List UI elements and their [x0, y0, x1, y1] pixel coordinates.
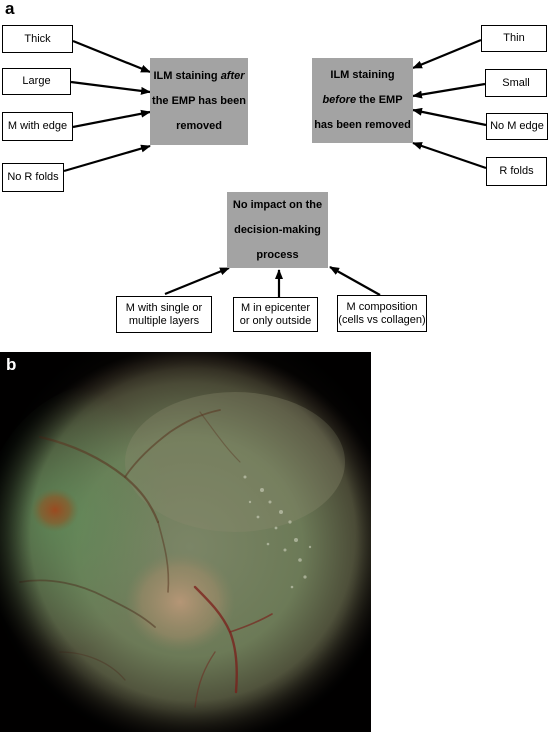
arrow-composition-to-noimpact [329, 266, 381, 296]
after-line-1-text: ILM staining [153, 70, 221, 82]
box-no-impact: No impact on the decision-making process [227, 192, 328, 268]
after-line-2: the EMP has been [152, 95, 246, 107]
after-line-1: ILM staining after [153, 64, 244, 89]
arrow-thick-to-after [72, 39, 151, 74]
before-line-2-text: the EMP [356, 94, 403, 106]
panel-a-flow-diagram: a Thick Large M with edge No R folds ILM… [0, 0, 555, 345]
before-emphasis: before [322, 94, 357, 106]
box-thick: Thick [2, 25, 73, 53]
noimpact-line-3: process [256, 248, 299, 261]
arrow-nomedge-to-before [412, 107, 487, 127]
before-line-3: has been removed [314, 119, 411, 131]
m-composition-line-1: M composition [346, 300, 418, 313]
box-thin: Thin [481, 25, 547, 52]
arrow-layers-to-noimpact [164, 266, 230, 296]
fundus-vignette [0, 352, 371, 732]
m-layers-line-2: multiple layers [128, 314, 200, 327]
arrow-small-to-before [412, 82, 486, 99]
noimpact-line-2: decision-making [234, 223, 321, 236]
panel-b-fundus-photo: b [0, 352, 371, 732]
arrow-norfolds-to-after [63, 144, 151, 173]
fundus-image [0, 352, 371, 732]
box-no-r-folds: No R folds [2, 163, 64, 192]
arrow-large-to-after [70, 80, 151, 95]
m-epicenter-line-2: or only outside [239, 314, 312, 327]
box-r-folds: R folds [486, 157, 547, 186]
box-ilm-staining-after: ILM staining after the EMP has been remo… [150, 58, 248, 145]
noimpact-line-1: No impact on the [232, 198, 323, 211]
arrow-rfolds-to-before [412, 141, 487, 170]
box-ilm-staining-before: ILM staining before the EMP has been rem… [312, 58, 413, 143]
m-epicenter-line-1: M in epicenter [240, 301, 311, 314]
m-layers-line-1: M with single or [125, 301, 203, 314]
box-m-epicenter: M in epicenter or only outside [233, 297, 318, 332]
arrow-medge-to-after [72, 109, 151, 129]
panel-b-label: b [6, 355, 17, 374]
box-small: Small [485, 69, 547, 97]
box-no-m-edge: No M edge [486, 113, 548, 140]
after-line-3: removed [176, 120, 222, 132]
box-m-layers: M with single or multiple layers [116, 296, 212, 333]
panel-a-label: a [5, 0, 15, 18]
arrow-thin-to-before [412, 38, 482, 70]
box-m-composition: M composition (cells vs collagen) [337, 295, 427, 332]
before-line-2: before the EMP [322, 88, 402, 113]
box-large: Large [2, 68, 71, 95]
m-composition-line-2: (cells vs collagen) [338, 313, 426, 326]
arrows-layer [63, 38, 487, 297]
before-line-1: ILM staining [330, 69, 395, 81]
box-m-with-edge: M with edge [2, 112, 73, 141]
after-emphasis: after [220, 70, 245, 82]
